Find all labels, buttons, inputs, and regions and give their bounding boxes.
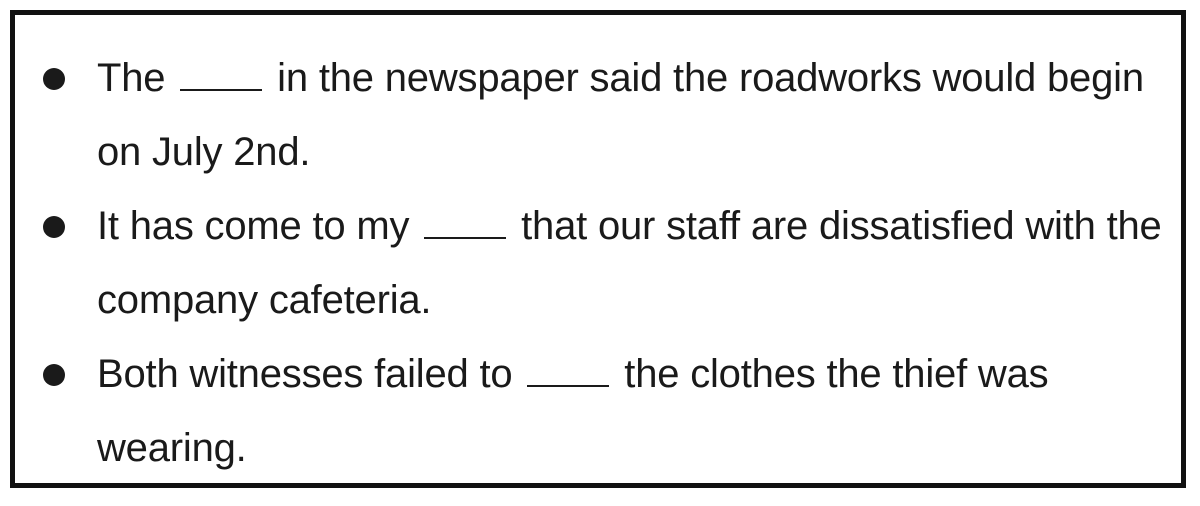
sentence-item-2: It has come to my that our staff are dis… <box>15 189 1167 337</box>
answer-blank <box>180 59 263 91</box>
sentence-text-after: the clothes the thief was wearing. <box>97 352 1049 470</box>
sentence-text-after: that our staff are dissatisfied with the… <box>97 204 1162 322</box>
answer-blank <box>527 355 610 387</box>
bullet-icon <box>43 216 65 238</box>
sentence-item-3: Both witnesses failed to the clothes the… <box>15 337 1167 485</box>
sentence-item-1: The in the newspaper said the roadworks … <box>15 41 1167 189</box>
bullet-icon <box>43 364 65 386</box>
sentence-text-before: The <box>97 56 166 100</box>
sentence-list: The in the newspaper said the roadworks … <box>15 41 1167 485</box>
bullet-icon <box>43 68 65 90</box>
sentence-text-before: It has come to my <box>97 204 410 248</box>
sentence-text-before: Both witnesses failed to <box>97 352 513 396</box>
answer-blank <box>424 207 507 239</box>
sentence-text-after: in the newspaper said the roadworks woul… <box>97 56 1144 174</box>
exercise-box: The in the newspaper said the roadworks … <box>10 10 1186 488</box>
